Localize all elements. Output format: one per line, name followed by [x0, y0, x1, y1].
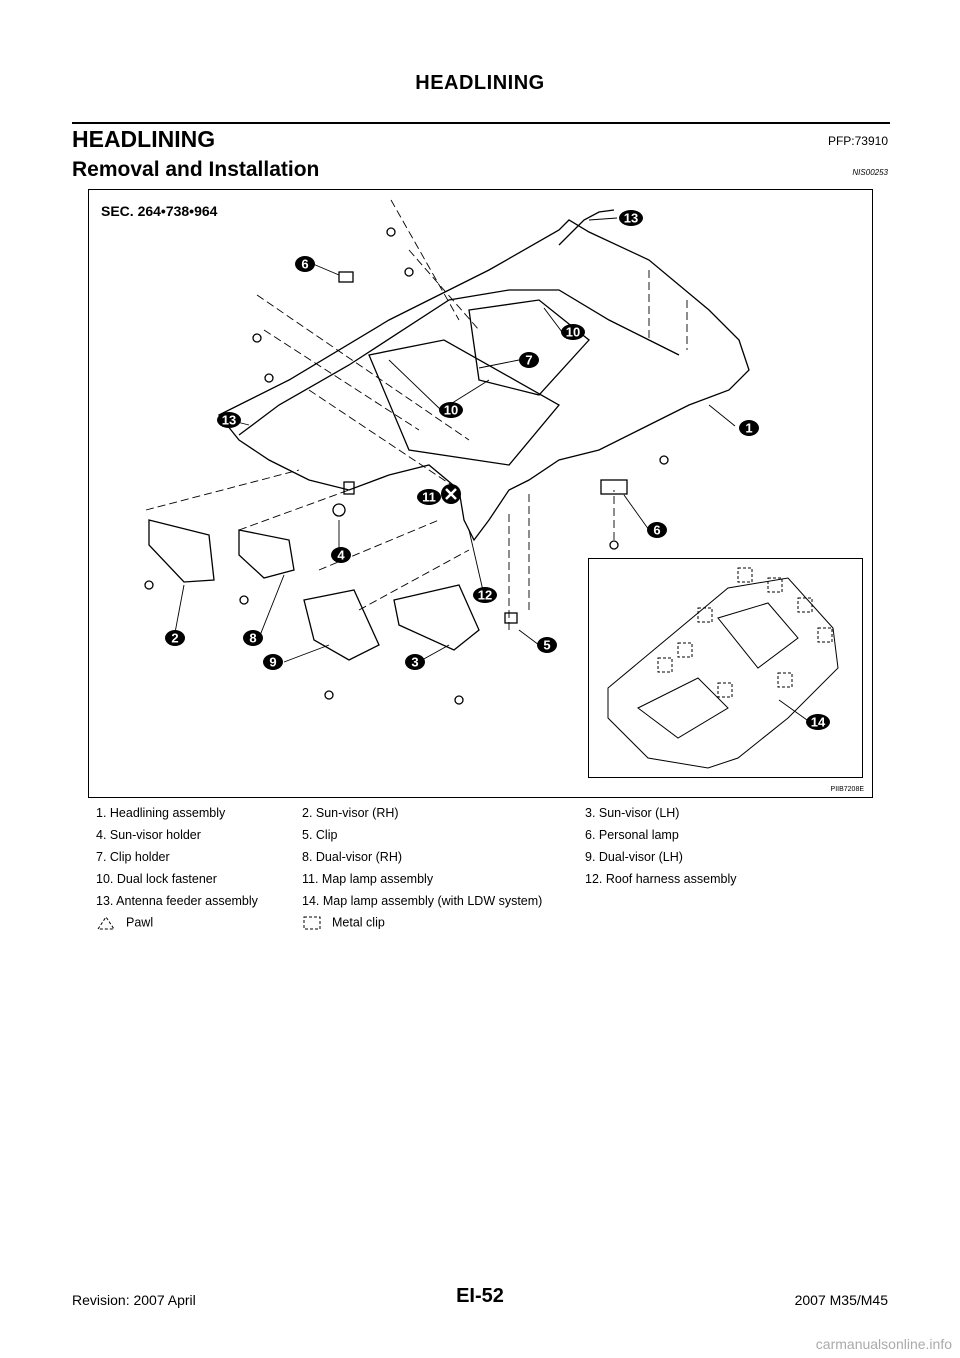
callout-10-top: 10: [561, 324, 585, 340]
callout-5: 5: [537, 637, 557, 653]
metal-clip-symbol-icon: [303, 916, 321, 930]
figure-code: PIIB7208E: [830, 786, 864, 793]
legend-item: 8. Dual-visor (RH): [302, 850, 403, 864]
callouts: 6 13 10 7 10 1 13 11 6 4 12 5 2 8 9 3 14: [165, 210, 830, 730]
callout-1: 1: [739, 420, 759, 436]
pawl-label: Pawl: [126, 915, 154, 930]
callout-11: 11: [417, 489, 441, 505]
legend-item: 2. Sun-visor (RH): [302, 806, 399, 820]
nis-code: NIS00253: [852, 168, 888, 177]
svg-text:13: 13: [624, 211, 638, 226]
callout-6-right: 6: [647, 522, 667, 538]
legend-table: 1. Headlining assembly 2. Sun-visor (RH)…: [96, 802, 876, 934]
subsection-title: Removal and Installation: [72, 158, 320, 181]
sec-label: SEC. 264•738•964: [101, 203, 218, 219]
legend-item: 1. Headlining assembly: [96, 806, 226, 820]
callout-10-center: 10: [439, 402, 463, 418]
legend-row: 4. Sun-visor holder 5. Clip 6. Personal …: [96, 824, 876, 846]
legend-item: 9. Dual-visor (LH): [585, 850, 683, 864]
callout-12: 12: [473, 587, 497, 603]
footer-model: 2007 M35/M45: [794, 1292, 888, 1308]
inset-map-lamp: [588, 558, 863, 778]
callout-3: 3: [405, 654, 425, 670]
svg-text:2: 2: [171, 631, 178, 646]
legend-item: 7. Clip holder: [96, 850, 170, 864]
legend-row: 10. Dual lock fastener 11. Map lamp asse…: [96, 868, 876, 890]
legend-row-symbols: Pawl Metal clip: [96, 912, 876, 934]
svg-text:11: 11: [422, 490, 436, 505]
callout-6-top: 6: [295, 256, 315, 272]
svg-text:7: 7: [525, 353, 532, 368]
callout-13-left: 13: [217, 412, 241, 428]
running-header-title: HEADLINING: [415, 72, 545, 94]
callout-13-top: 13: [619, 210, 643, 226]
callout-9: 9: [263, 654, 283, 670]
svg-text:5: 5: [543, 638, 550, 653]
svg-text:3: 3: [411, 655, 418, 670]
legend-item: 13. Antenna feeder assembly: [96, 894, 258, 908]
legend-item: 5. Clip: [302, 828, 338, 842]
pawl-symbol-icon: [97, 916, 115, 930]
watermark: carmanualsonline.info: [815, 1336, 952, 1352]
metal-clip-label: Metal clip: [332, 915, 385, 930]
svg-text:12: 12: [478, 588, 492, 603]
legend-item: 14. Map lamp assembly (with LDW system): [302, 894, 543, 908]
legend-item: 6. Personal lamp: [585, 828, 679, 842]
section-title: HEADLINING: [72, 126, 216, 152]
legend-item: 12. Roof harness assembly: [585, 872, 737, 886]
svg-text:10: 10: [444, 403, 458, 418]
svg-text:6: 6: [301, 257, 308, 272]
svg-text:8: 8: [249, 631, 256, 646]
svg-text:1: 1: [745, 421, 752, 436]
legend-item: 11. Map lamp assembly: [302, 872, 434, 886]
svg-text:9: 9: [269, 655, 276, 670]
legend-item: 3. Sun-visor (LH): [585, 806, 680, 820]
svg-text:4: 4: [337, 548, 345, 563]
legend-row: 13. Antenna feeder assembly 14. Map lamp…: [96, 890, 876, 912]
callout-8: 8: [243, 630, 263, 646]
svg-text:14: 14: [811, 715, 826, 730]
footer-page-number: EI-52: [456, 1285, 504, 1307]
svg-text:10: 10: [566, 325, 580, 340]
legend-row: 7. Clip holder 8. Dual-visor (RH) 9. Dua…: [96, 846, 876, 868]
legend-row: 1. Headlining assembly 2. Sun-visor (RH)…: [96, 802, 876, 824]
svg-text:6: 6: [653, 523, 660, 538]
footer-revision: Revision: 2007 April: [72, 1292, 196, 1308]
pfp-code: PFP:73910: [827, 134, 888, 148]
callout-4: 4: [331, 547, 351, 563]
callout-14: 14: [806, 714, 830, 730]
diagram-drawing: 6 13 10 7 10 1 13 11 6 4 12 5 2 8 9 3 14: [144, 199, 839, 769]
legend-item: 4. Sun-visor holder: [96, 828, 201, 842]
svg-text:13: 13: [222, 413, 236, 428]
callout-2: 2: [165, 630, 185, 646]
callout-7: 7: [519, 352, 539, 368]
header-rule: [72, 122, 890, 124]
exploded-diagram: SEC. 264•738•964: [88, 189, 873, 798]
legend-item: 10. Dual lock fastener: [96, 872, 217, 886]
